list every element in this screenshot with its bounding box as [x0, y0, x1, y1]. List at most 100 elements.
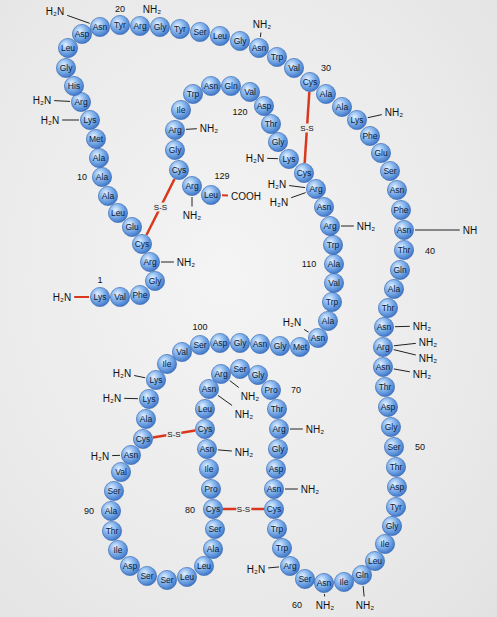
residue-name: Gly: [230, 31, 250, 51]
residue-name: Asp: [378, 397, 398, 417]
terminal-group: H₂N: [283, 317, 301, 328]
amino-acid-bead: Ser: [295, 569, 315, 589]
residue-name: Gly: [150, 17, 170, 37]
residue-name: Ala: [136, 409, 156, 429]
leader-line: [218, 450, 232, 451]
residue-name: Lys: [80, 110, 100, 130]
amino-acid-bead: Cys: [300, 72, 320, 92]
residue-name: Ala: [318, 311, 338, 331]
residue-name: Asn: [197, 439, 217, 459]
residue-name: Thr: [394, 240, 414, 260]
terminal-group: H₂N: [113, 368, 131, 379]
amino-acid-bead: Val: [324, 273, 344, 293]
residue-name: Asp: [266, 459, 286, 479]
residue-name: Gln: [221, 76, 241, 96]
residue-name: Ile: [375, 534, 395, 554]
residue-name: Trp: [272, 538, 292, 558]
residue-name: Leu: [201, 185, 221, 205]
residue-name: Arg: [182, 176, 202, 196]
amino-acid-bead: Ile: [171, 100, 191, 120]
amino-acid-bead: Thr: [394, 240, 414, 260]
residue-name: Ala: [203, 539, 223, 559]
amino-acid-bead: Asp: [378, 397, 398, 417]
residue-name: Ser: [104, 481, 124, 501]
amino-acid-bead: Arg: [182, 176, 202, 196]
terminal-group: H₂N: [91, 451, 109, 462]
amino-acid-bead: Gln: [352, 565, 372, 585]
amino-acid-bead: Arg: [165, 120, 185, 140]
amino-acid-bead: Leu: [108, 203, 128, 223]
amino-acid-bead: Arg: [140, 252, 160, 272]
amino-acid-bead: Leu: [177, 567, 197, 587]
amino-acid-bead: Val: [172, 342, 192, 362]
amino-acid-bead: Ile: [334, 572, 354, 592]
amino-acid-bead: Gly: [145, 271, 165, 291]
amino-acid-bead: Pro: [201, 479, 221, 499]
amino-acid-bead: Ala: [101, 501, 121, 521]
residue-number: 30: [321, 63, 331, 74]
amino-acid-bead: Arg: [280, 556, 300, 576]
residue-name: Phe: [130, 285, 150, 305]
leader-line: [268, 566, 279, 568]
residue-name: Asn: [394, 220, 414, 240]
amino-acid-bead: Lys: [347, 110, 367, 130]
leader-line: [291, 193, 305, 198]
residue-name: Lys: [279, 149, 299, 169]
residue-name: Asn: [201, 76, 221, 96]
residue-number: 60: [292, 600, 302, 611]
bond-label: S-S: [153, 203, 168, 212]
terminal-group: NH₂: [253, 19, 271, 30]
amino-acid-bead: Phe: [391, 200, 411, 220]
amino-acid-bead: Ile: [199, 459, 219, 479]
residue-number: 20: [115, 4, 125, 15]
terminal-group: NH₂: [235, 409, 253, 420]
amino-acid-bead: Val: [284, 58, 304, 78]
residue-name: Ser: [137, 566, 157, 586]
amino-acid-bead: Ile: [375, 534, 395, 554]
residue-name: Ser: [384, 437, 404, 457]
leader-line: [394, 350, 416, 355]
residue-name: Ala: [332, 97, 352, 117]
leader-line: [186, 128, 197, 130]
terminal-group: NH₂: [177, 257, 195, 268]
amino-acid-bead: Ala: [324, 254, 344, 274]
leader-line: [341, 226, 354, 227]
amino-acid-bead: Thr: [375, 377, 395, 397]
residue-name: Pro: [261, 380, 281, 400]
amino-acid-bead: Cys: [133, 429, 153, 449]
amino-acid-bead: Ala: [384, 279, 404, 299]
residue-name: Asn: [90, 17, 110, 37]
residue-name: Val: [284, 58, 304, 78]
residue-name: Ser: [157, 570, 177, 590]
residue-name: Trp: [183, 84, 203, 104]
amino-acid-bead: His: [64, 76, 84, 96]
terminal-group: H₂N: [41, 115, 59, 126]
amino-acid-bead: Arg: [130, 16, 150, 36]
terminal-bond: [74, 296, 89, 298]
amino-acid-bead: Cys: [169, 160, 189, 180]
residue-name: Thr: [267, 399, 287, 419]
residue-name: Ile: [199, 459, 219, 479]
amino-acid-bead: Lys: [279, 149, 299, 169]
residue-name: Asp: [387, 477, 407, 497]
residue-name: Arg: [130, 16, 150, 36]
residue-name: Asn: [250, 334, 270, 354]
residue-name: Leu: [194, 556, 214, 576]
amino-acid-bead: Ser: [137, 566, 157, 586]
amino-acid-bead: Ser: [104, 481, 124, 501]
residue-name: Arg: [269, 419, 289, 439]
residue-number: 100: [192, 322, 207, 333]
residue-name: Met: [86, 129, 106, 149]
residue-name: Thr: [378, 298, 398, 318]
amino-acid-bead: Asn: [373, 357, 393, 377]
amino-acid-bead: Asn: [250, 334, 270, 354]
amino-acid-bead: Trp: [322, 292, 342, 312]
amino-acid-bead: Asp: [210, 333, 230, 353]
amino-acid-bead: Lys: [139, 389, 159, 409]
residue-number: 120: [232, 107, 247, 118]
terminal-group: H₂N: [33, 95, 51, 106]
amino-acid-bead: Cys: [203, 499, 223, 519]
amino-acid-bead: Asn: [121, 445, 141, 465]
residue-number: 90: [84, 506, 94, 517]
residue-name: Phe: [360, 126, 380, 146]
